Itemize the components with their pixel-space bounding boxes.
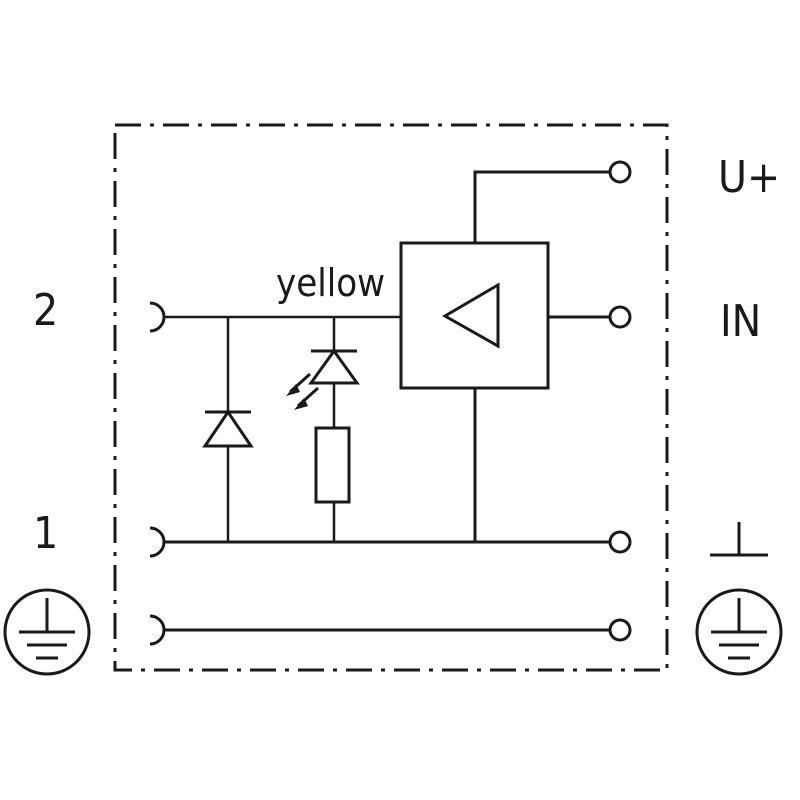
connector-1-contact (149, 526, 166, 558)
connector-2-contact (149, 301, 166, 333)
terminal-in (608, 305, 632, 329)
terminal-u-plus (608, 160, 632, 184)
in-label: IN (720, 296, 761, 347)
protective-earth-icon (3, 588, 91, 676)
terminal-1-label: 1 (33, 508, 58, 559)
led-icon (286, 348, 360, 410)
diode-icon (202, 409, 254, 448)
ground-icon (710, 522, 768, 557)
supply-wire (473, 170, 609, 243)
enclosure-border (113, 123, 669, 672)
amplifier-icon (441, 282, 500, 349)
terminal-ground (608, 530, 632, 554)
connector-pe-contact (149, 614, 166, 646)
terminal-pe (608, 618, 632, 642)
terminal-2-label: 2 (33, 285, 58, 336)
u-plus-label: U+ (718, 152, 780, 203)
led-color-label: yellow (276, 261, 385, 305)
resistor-icon (314, 426, 351, 504)
protective-earth-icon-right (695, 588, 783, 676)
amplifier-block (399, 241, 550, 390)
